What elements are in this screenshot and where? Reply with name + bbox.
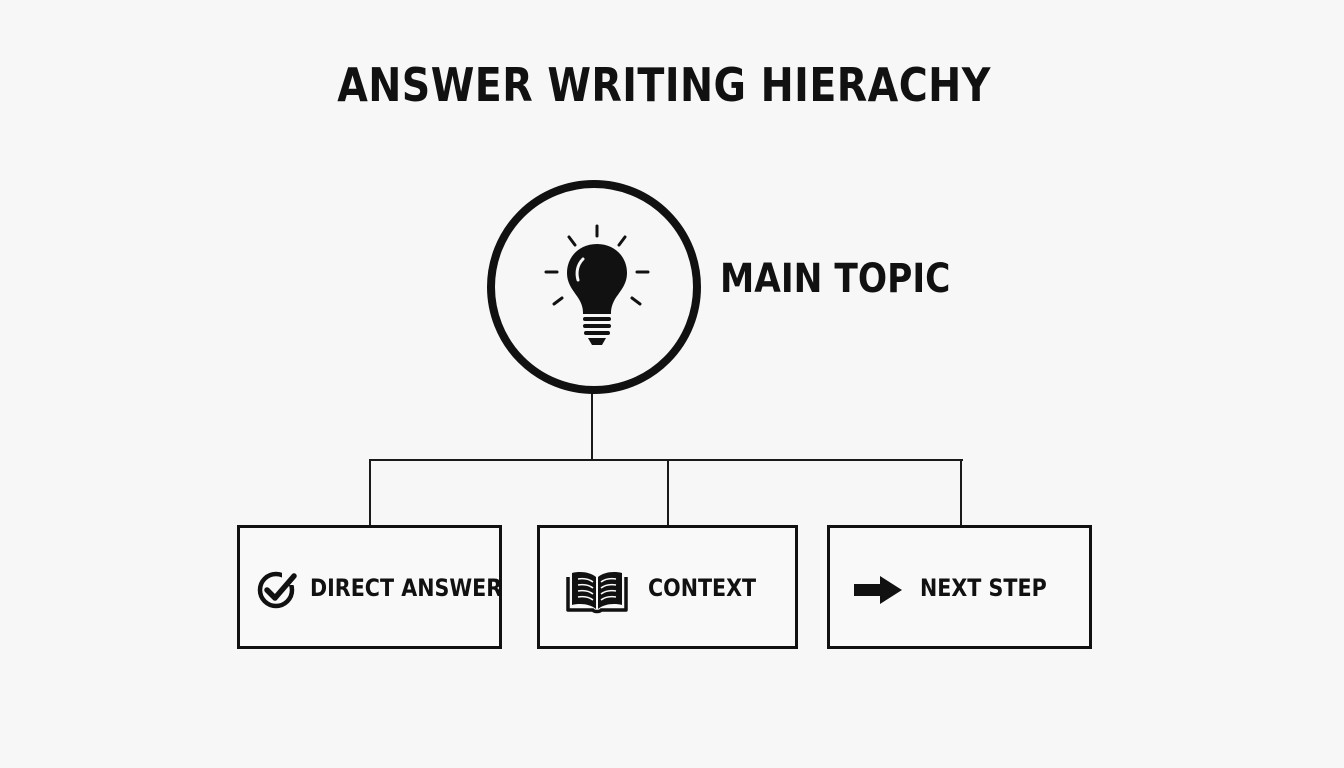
context-node: CONTEXT xyxy=(537,525,798,649)
direct-answer-label: DIRECT ANSWER xyxy=(310,574,503,602)
context-label: CONTEXT xyxy=(648,574,757,602)
direct-answer-node: DIRECT ANSWER xyxy=(237,525,502,649)
next-step-node: NEXT STEP xyxy=(827,525,1092,649)
arrow-right-icon xyxy=(854,576,902,604)
branch-connector-direct-answer xyxy=(369,459,371,527)
root-stem-connector xyxy=(591,386,593,461)
branch-connector-context xyxy=(667,459,669,527)
lightbulb-icon xyxy=(544,224,650,345)
main-topic-label: MAIN TOPIC xyxy=(720,256,951,302)
next-step-label: NEXT STEP xyxy=(920,574,1047,602)
main-topic-node xyxy=(487,180,701,394)
branch-connector-next-step xyxy=(960,459,962,527)
open-book-icon xyxy=(566,572,628,614)
branch-horizontal-connector xyxy=(369,459,963,461)
diagram-title: ANSWER WRITING HIERACHY xyxy=(337,58,991,112)
check-circle-icon xyxy=(257,571,297,609)
